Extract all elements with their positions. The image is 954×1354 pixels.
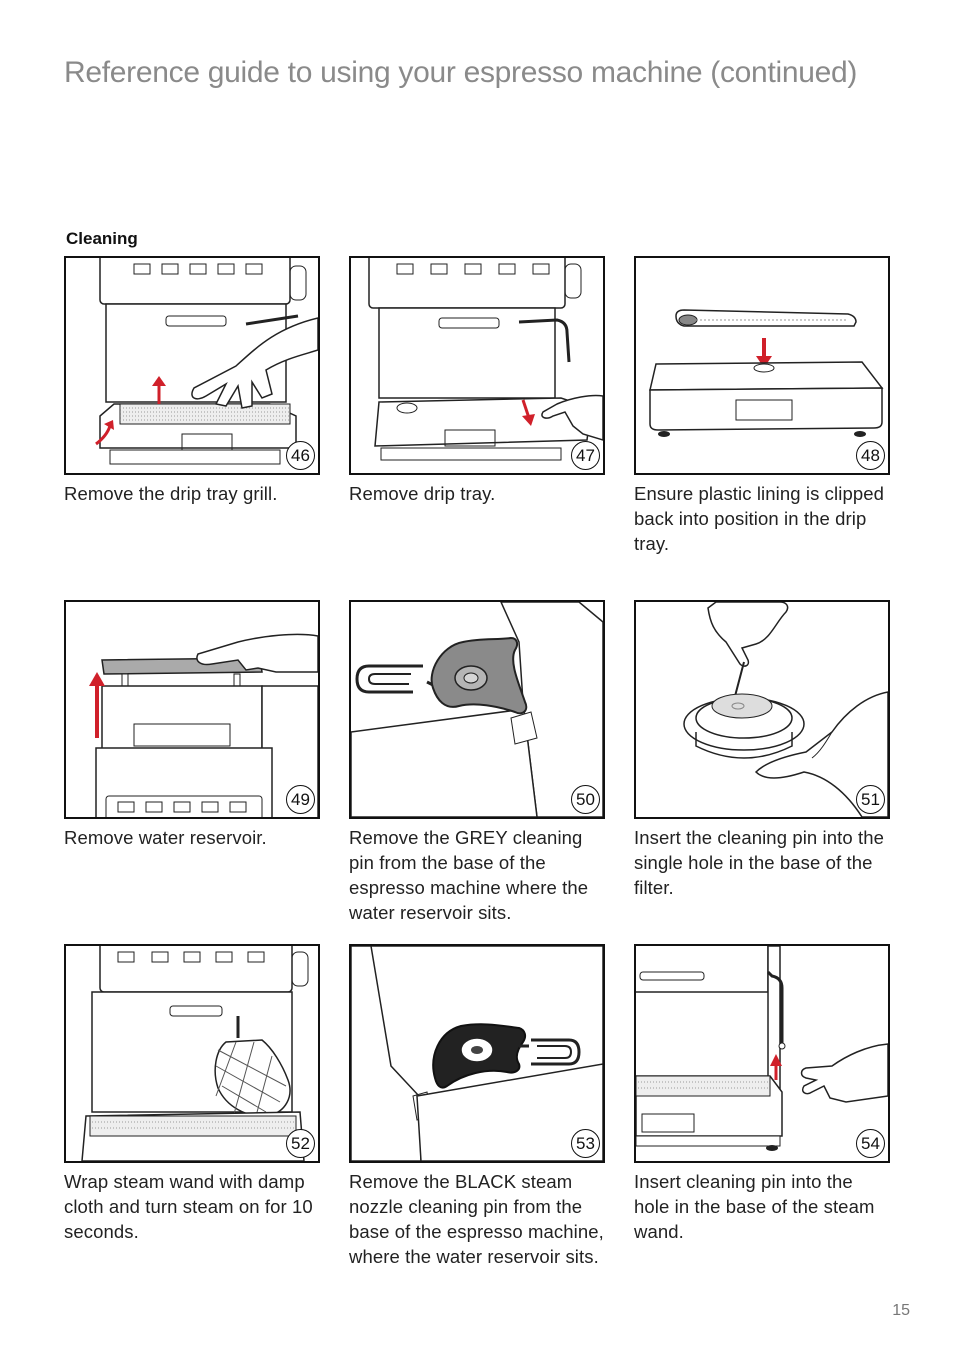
step-number-badge: 49 <box>286 785 315 814</box>
step-number-badge: 51 <box>856 785 885 814</box>
step-49: 49 Remove water reservoir. <box>64 600 320 850</box>
step-caption: Ensure plastic lining is clipped back in… <box>634 483 884 554</box>
step-number-badge: 53 <box>571 1129 600 1158</box>
step-48: 48 Ensure plastic lining is clipped back… <box>634 256 890 556</box>
step-number-badge: 47 <box>571 441 600 470</box>
step-51-illustration: 51 <box>634 600 890 819</box>
step-number-badge: 48 <box>856 441 885 470</box>
step-caption: Remove water reservoir. <box>64 827 267 848</box>
step-caption: Remove the GREY cleaning pin from the ba… <box>349 827 589 923</box>
step-54: 54 Insert cleaning pin into the hole in … <box>634 944 890 1244</box>
step-54-illustration: 54 <box>634 944 890 1163</box>
step-51: 51 Insert the cleaning pin into the sing… <box>634 600 890 900</box>
step-number-badge: 54 <box>856 1129 885 1158</box>
step-48-illustration: 48 <box>634 256 890 475</box>
page-number: 15 <box>892 1302 910 1319</box>
section-heading: Cleaning <box>66 229 138 248</box>
step-50-illustration: 50 <box>349 600 605 819</box>
step-53: 53 Remove the BLACK steam nozzle cleanin… <box>349 944 605 1269</box>
step-49-illustration: 49 <box>64 600 320 819</box>
step-caption: Wrap steam wand with damp cloth and turn… <box>64 1171 313 1242</box>
step-52: 52 Wrap steam wand with damp cloth and t… <box>64 944 320 1244</box>
step-caption: Insert cleaning pin into the hole in the… <box>634 1171 875 1242</box>
step-caption: Insert the cleaning pin into the single … <box>634 827 885 898</box>
step-number-badge: 50 <box>571 785 600 814</box>
step-number-badge: 52 <box>286 1129 315 1158</box>
step-46: 46 Remove the drip tray grill. <box>64 256 320 506</box>
step-caption: Remove drip tray. <box>349 483 496 504</box>
page-title: Reference guide to using your espresso m… <box>64 56 858 89</box>
step-47-illustration: 47 <box>349 256 605 475</box>
step-number-badge: 46 <box>286 441 315 470</box>
step-46-illustration: 46 <box>64 256 320 475</box>
step-caption: Remove the BLACK steam nozzle cleaning p… <box>349 1171 604 1267</box>
step-52-illustration: 52 <box>64 944 320 1163</box>
step-47: 47 Remove drip tray. <box>349 256 605 506</box>
step-53-illustration: 53 <box>349 944 605 1163</box>
step-caption: Remove the drip tray grill. <box>64 483 278 504</box>
step-50: 50 Remove the GREY cleaning pin from the… <box>349 600 605 925</box>
